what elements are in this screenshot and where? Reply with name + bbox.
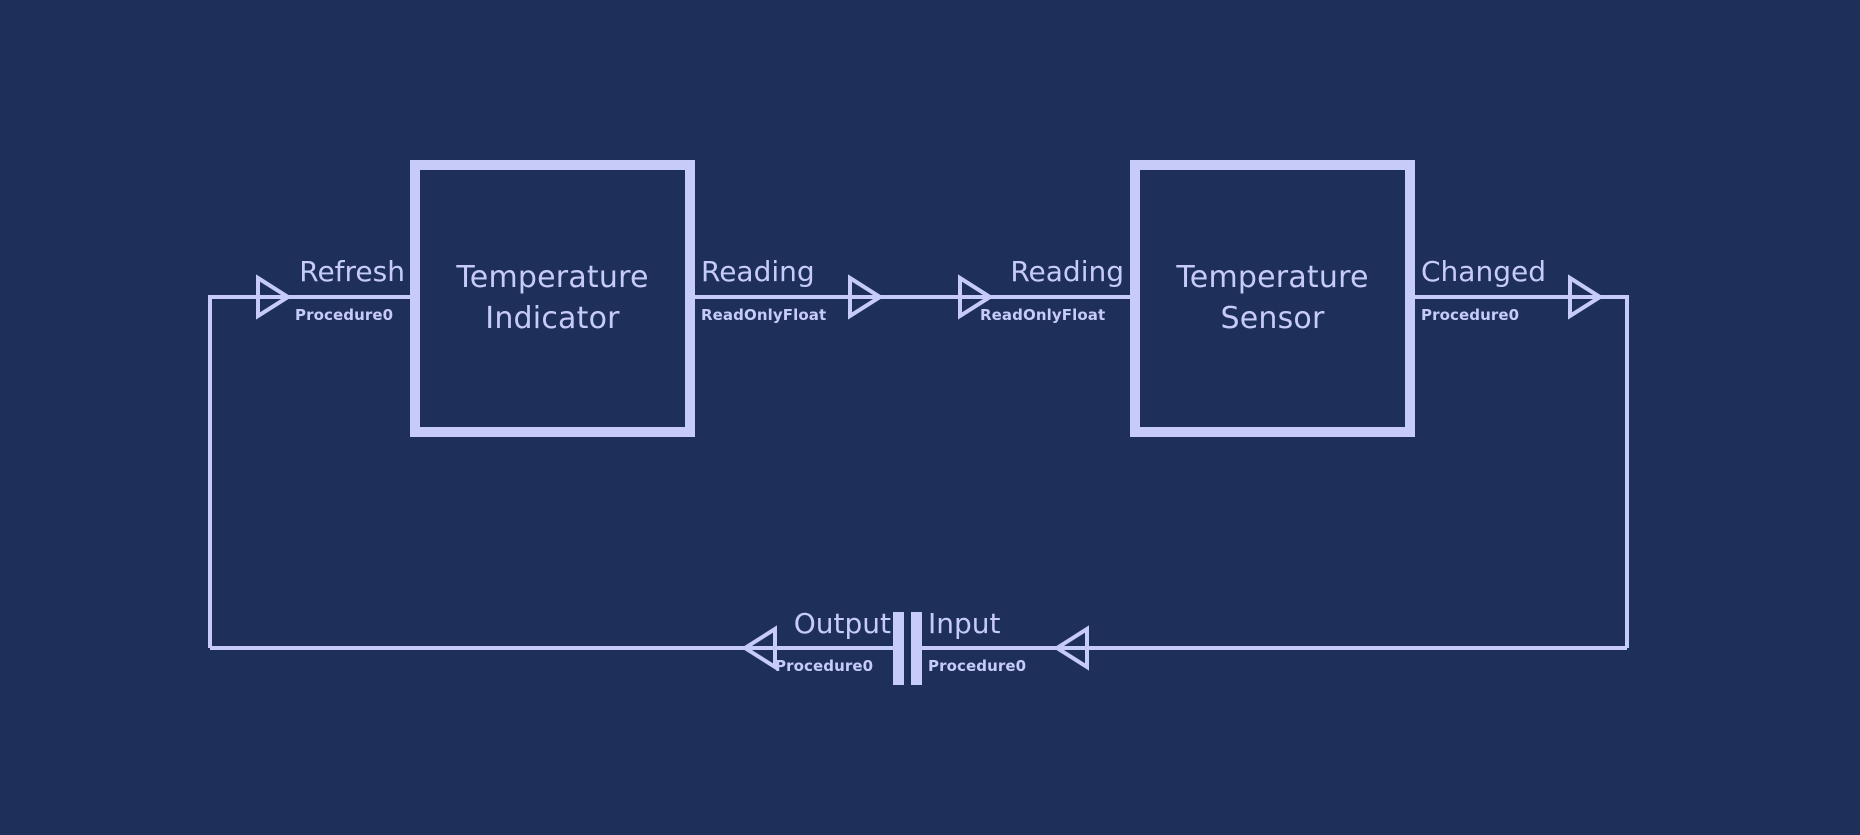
component-temperature-indicator[interactable]: Temperature Indicator [410, 160, 695, 437]
port-type-input: Procedure0 [928, 657, 1027, 675]
separator-bar-right [911, 612, 922, 685]
port-label-reading-in: Reading [1010, 255, 1124, 288]
port-label-changed: Changed [1421, 255, 1546, 288]
arrowhead-reading-out [848, 274, 884, 320]
separator-bar-left [893, 612, 904, 685]
component-label: Temperature Sensor [1176, 259, 1369, 336]
component-label: Temperature Indicator [456, 259, 649, 336]
wire-changed-loop [1415, 295, 1629, 648]
arrowhead-refresh [256, 274, 292, 320]
port-type-reading-in: ReadOnlyFloat [980, 306, 1106, 324]
port-type-changed: Procedure0 [1421, 306, 1520, 324]
arrowhead-changed [1568, 274, 1604, 320]
port-type-reading-out: ReadOnlyFloat [701, 306, 827, 324]
port-label-reading-out: Reading [701, 255, 815, 288]
port-label-input: Input [928, 607, 1001, 640]
arrowhead-reading-in [958, 274, 994, 320]
arrowhead-input [1053, 625, 1089, 671]
port-label-output: Output [793, 607, 891, 640]
port-type-output: Procedure0 [775, 657, 874, 675]
component-temperature-sensor[interactable]: Temperature Sensor [1130, 160, 1415, 437]
arrowhead-output [741, 625, 777, 671]
port-label-refresh: Refresh [299, 255, 405, 288]
port-type-refresh: Procedure0 [295, 306, 394, 324]
wire-refresh-loop [208, 295, 410, 648]
